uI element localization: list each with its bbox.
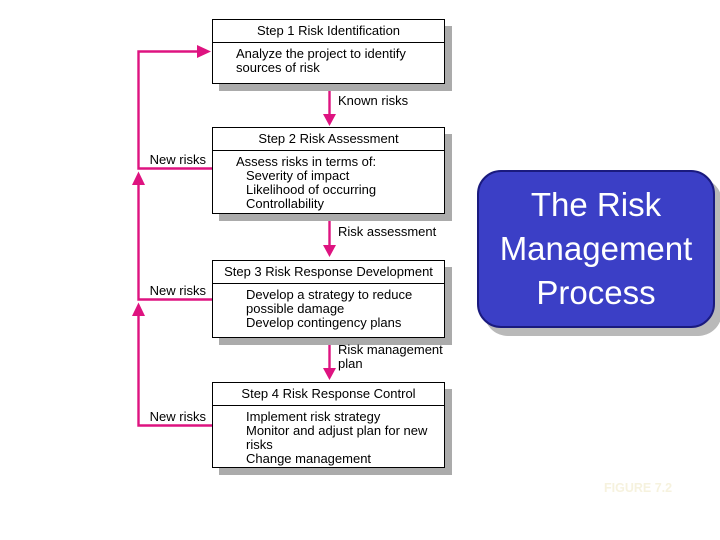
- step4-body: Implement risk strategy Monitor and adju…: [213, 406, 444, 466]
- slide-title-line: Management: [499, 230, 693, 267]
- label-known-risks: Known risks: [338, 93, 409, 108]
- label-new-risks-step3: New risks: [149, 283, 206, 298]
- arrowhead-down-step3: [323, 245, 336, 257]
- step4-body-line: Change management: [246, 451, 372, 466]
- figure-credit-watermark: FIGURE 7.2: [604, 481, 673, 495]
- step4-header: Step 4 Risk Response Control: [213, 383, 444, 406]
- feedback-arrow-step2-to-step1: [137, 50, 213, 170]
- label-new-risks-step4: New risks: [149, 409, 206, 424]
- slide-title-line: Process: [536, 274, 656, 311]
- step2-body-item: Likelihood of occurring: [246, 182, 377, 197]
- arrowhead-up-step3-feedback: [132, 171, 145, 185]
- step2-header: Step 2 Risk Assessment: [213, 128, 444, 151]
- step1-header: Step 1 Risk Identification: [213, 20, 444, 43]
- arrowhead-down-step2: [323, 114, 336, 126]
- step4-body-line: Implement risk strategy: [246, 409, 381, 424]
- step1-body: Analyze the project to identify sources …: [213, 43, 444, 75]
- step2-box: Step 2 Risk Assessment Assess risks in t…: [212, 127, 445, 214]
- step1-body-line: Analyze the project to identify sources …: [236, 46, 406, 75]
- step3-body-line: Develop contingency plans: [246, 315, 402, 330]
- step1-box: Step 1 Risk Identification Analyze the p…: [212, 19, 445, 84]
- step3-box: Step 3 Risk Response Development Develop…: [212, 260, 445, 338]
- slide-title-box: The Risk Management Process: [477, 170, 715, 328]
- arrowhead-right-into-step1: [197, 45, 211, 58]
- step2-body: Assess risks in terms of: Severity of im…: [213, 151, 444, 211]
- arrowhead-down-step4: [323, 368, 336, 380]
- step3-body-line: Develop a strategy to reduce possible da…: [246, 287, 413, 316]
- label-risk-management-plan: Risk management plan: [338, 342, 443, 371]
- step3-body: Develop a strategy to reduce possible da…: [213, 284, 444, 330]
- step4-box: Step 4 Risk Response Control Implement r…: [212, 382, 445, 468]
- label-risk-assessment: Risk assessment: [338, 224, 437, 239]
- step2-body-intro: Assess risks in terms of:: [236, 154, 377, 169]
- step2-body-item: Controllability: [246, 196, 325, 211]
- step4-body-line: Monitor and adjust plan for new risks: [246, 423, 428, 452]
- step2-body-item: Severity of impact: [246, 168, 350, 183]
- label-new-risks-step2: New risks: [149, 152, 206, 167]
- slide-title-line: The Risk: [530, 186, 662, 223]
- step3-header: Step 3 Risk Response Development: [213, 261, 444, 284]
- arrowhead-up-step4-feedback: [132, 302, 145, 316]
